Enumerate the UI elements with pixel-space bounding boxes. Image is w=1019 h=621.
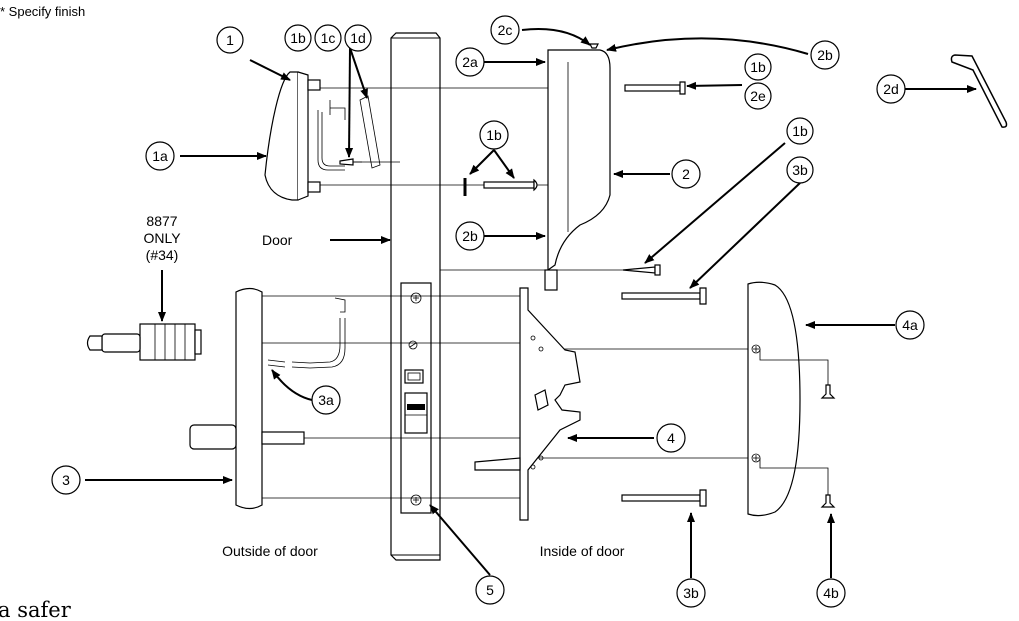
svg-text:1: 1 — [226, 32, 234, 48]
long-screw-2e — [624, 81, 686, 95]
callout-1a: 1a — [145, 141, 175, 171]
outside-escutcheon-3 — [189, 287, 346, 510]
callout-1: 1 — [216, 26, 244, 54]
small-screw — [622, 264, 661, 276]
callout-1b-screw: 1b — [744, 53, 772, 81]
callout-1b-spindle: 1b — [479, 120, 509, 150]
callout-3: 3 — [51, 465, 81, 495]
callout-4: 4 — [656, 423, 686, 453]
cutoff-text-fragment: a safer — [0, 598, 72, 621]
cylinder-note-line1: 8877 — [146, 213, 177, 229]
outside-trim-1 — [264, 71, 381, 201]
cylinder — [86, 323, 202, 361]
svg-text:1b: 1b — [290, 30, 306, 46]
svg-text:2c: 2c — [498, 22, 513, 38]
callout-3b-right: 3b — [786, 156, 814, 184]
callout-1d: 1d — [344, 24, 372, 52]
callout-5: 5 — [475, 575, 505, 605]
svg-text:2b: 2b — [462, 228, 478, 244]
callout-1b-right: 1b — [786, 117, 814, 145]
callout-1c: 1c — [314, 24, 342, 52]
callout-2e: 2e — [744, 82, 772, 110]
hex-key — [950, 54, 1008, 128]
svg-text:1b: 1b — [486, 127, 502, 143]
svg-text:1a: 1a — [152, 148, 168, 164]
specify-finish-note: * Specify finish — [0, 4, 85, 19]
svg-text:3b: 3b — [683, 585, 699, 601]
spindle-screw — [463, 178, 538, 196]
arrows — [85, 28, 977, 578]
callout-4a: 4a — [895, 310, 925, 340]
long-screw-3b-top — [621, 287, 707, 305]
callout-2a: 2a — [455, 47, 485, 77]
callout-3b-bottom: 3b — [676, 578, 706, 608]
guide-lines — [262, 87, 752, 499]
svg-text:1c: 1c — [321, 30, 336, 46]
svg-text:1d: 1d — [350, 30, 366, 46]
callout-4b: 4b — [816, 578, 846, 608]
svg-text:1b: 1b — [750, 59, 766, 75]
svg-text:2b: 2b — [817, 47, 833, 63]
inside-of-door-label: Inside of door — [540, 543, 625, 559]
callout-2: 2 — [671, 159, 701, 189]
inside-cover-4a — [747, 281, 836, 517]
svg-text:4b: 4b — [823, 585, 839, 601]
callout-3a: 3a — [311, 385, 341, 415]
outside-of-door-label: Outside of door — [222, 543, 318, 559]
callout-2b-top: 2b — [810, 40, 840, 70]
svg-text:3: 3 — [62, 472, 70, 488]
svg-text:2: 2 — [682, 166, 690, 182]
svg-text:4: 4 — [667, 430, 675, 446]
callout-1b-top: 1b — [284, 24, 312, 52]
svg-text:2a: 2a — [462, 54, 478, 70]
door-label: Door — [262, 232, 293, 248]
svg-text:5: 5 — [486, 582, 494, 598]
svg-text:2e: 2e — [750, 88, 766, 104]
cylinder-note-line2: ONLY — [143, 230, 181, 246]
callout-2b-left: 2b — [455, 221, 485, 251]
svg-text:2d: 2d — [883, 81, 899, 97]
callout-2d: 2d — [876, 74, 906, 104]
long-screw-3b-bottom — [621, 489, 707, 507]
callout-2c: 2c — [490, 15, 520, 45]
svg-text:3a: 3a — [318, 392, 334, 408]
svg-text:1b: 1b — [792, 123, 808, 139]
inside-chassis-4 — [474, 287, 581, 521]
inside-cover-2 — [544, 43, 611, 291]
svg-text:3b: 3b — [792, 162, 808, 178]
mortise-faceplate — [400, 282, 432, 514]
svg-text:4a: 4a — [902, 317, 918, 333]
cylinder-note-line3: (#34) — [146, 247, 179, 263]
